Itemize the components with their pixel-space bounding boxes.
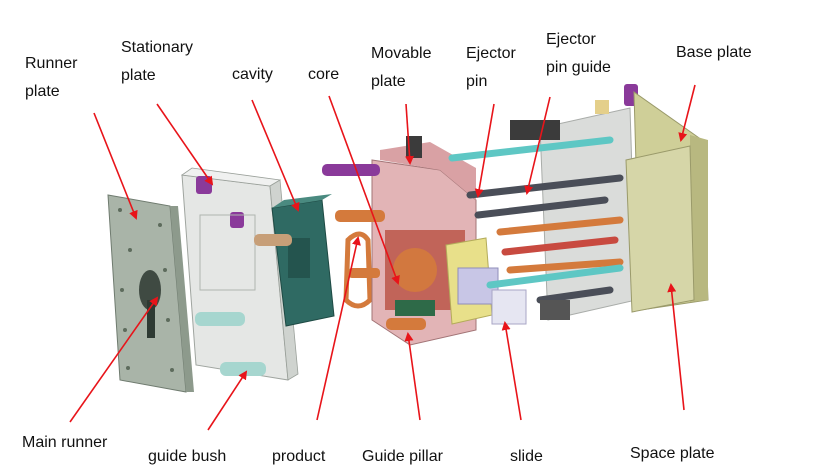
arrow-ejector-pin	[474, 103, 495, 198]
arrow-slide	[501, 321, 522, 421]
label-core: core	[308, 66, 340, 83]
label-guide-pillar: Guide pillar	[362, 448, 443, 465]
label-slide: slide	[510, 448, 543, 465]
label-space-plate: Space plate	[630, 445, 715, 462]
arrow-guide-pillar	[404, 332, 421, 421]
product-part	[343, 231, 373, 309]
label-ejector-pin: Ejector pin	[466, 45, 516, 90]
slide-part	[445, 237, 527, 325]
arrow-runner-plate	[93, 112, 138, 220]
arrow-stationary-plate	[156, 103, 214, 186]
label-guide-bush: guide bush	[148, 448, 227, 465]
label-cavity: cavity	[232, 66, 273, 83]
runner-plate-part	[107, 194, 194, 393]
arrow-cavity	[251, 99, 300, 212]
arrow-guide-bush	[207, 370, 248, 431]
label-ejector-pin-guide: Ejector pin guide	[546, 31, 611, 76]
arrow-space-plate	[667, 283, 685, 411]
arrow-main-runner	[69, 296, 159, 423]
label-movable-plate: Movable plate	[371, 45, 432, 90]
arrow-ejector-pin-guide	[524, 96, 551, 195]
label-product: product	[272, 448, 326, 465]
label-runner-plate: Runner plate	[25, 55, 78, 100]
space-plate-part	[625, 145, 695, 313]
ejector-assembly-part	[448, 100, 637, 321]
arrow-movable-plate	[405, 103, 415, 165]
cavity-part	[254, 194, 335, 327]
label-main-runner: Main runner	[22, 434, 108, 451]
label-stationary-plate: Stationary plate	[121, 39, 194, 84]
arrow-core	[328, 95, 400, 285]
arrow-product	[316, 236, 361, 421]
label-base-plate: Base plate	[676, 44, 752, 61]
arrow-base-plate	[678, 84, 696, 142]
